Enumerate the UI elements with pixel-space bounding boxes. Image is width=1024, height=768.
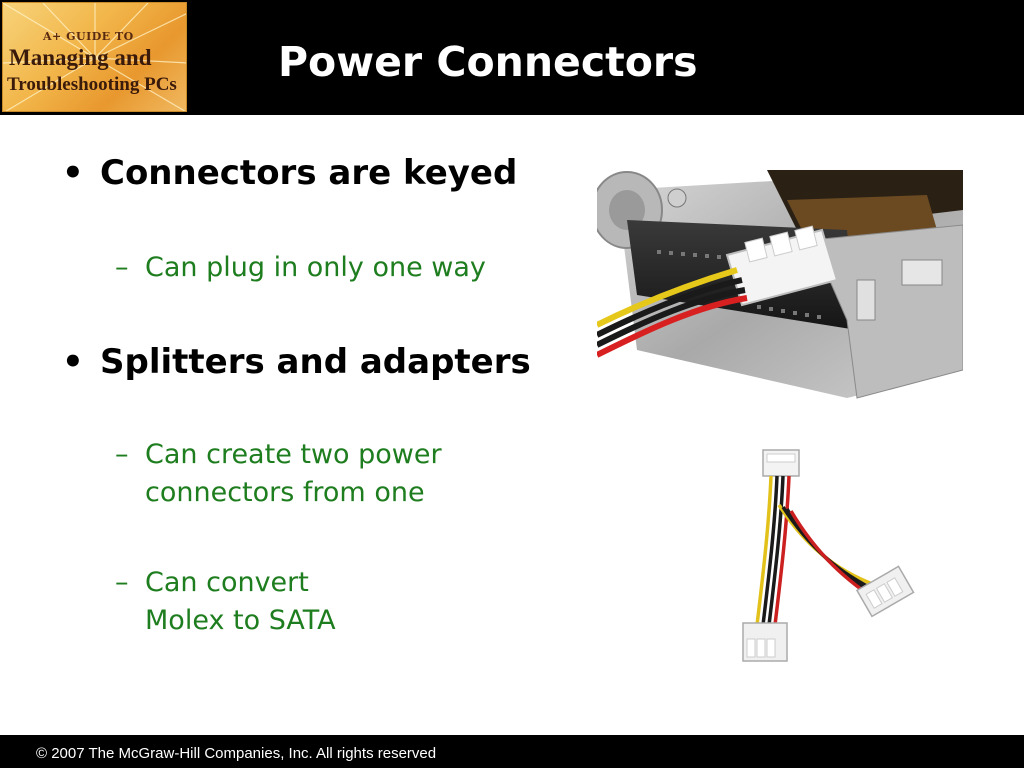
book-logo: A+ GUIDE TO Managing and Troubleshooting… (2, 2, 187, 112)
bullet-connectors-keyed: • Connectors are keyed (62, 153, 518, 193)
sub-bullet-text-line1: Can convert (145, 567, 309, 598)
sub-bullet-two-connectors: – Can create two power connectors from o… (115, 436, 442, 512)
bullet-dot-icon: • (62, 153, 84, 193)
footer-bar: © 2007 The McGraw-Hill Companies, Inc. A… (0, 735, 1024, 768)
header-bar: A+ GUIDE TO Managing and Troubleshooting… (0, 0, 1024, 115)
bullet-text: Splitters and adapters (100, 342, 531, 382)
dash-icon: – (115, 567, 129, 598)
bullet-text: Connectors are keyed (100, 153, 518, 193)
copyright-text: © 2007 The McGraw-Hill Companies, Inc. A… (36, 745, 437, 762)
logo-text-line1: A+ GUIDE TO (43, 30, 134, 43)
sub-bullet-molex-sata: – Can convert Molex to SATA (115, 564, 336, 640)
dash-icon: – (115, 252, 129, 283)
logo-background (3, 3, 186, 111)
slide-title: Power Connectors (278, 38, 698, 86)
logo-text-line3: Troubleshooting PCs (7, 74, 177, 95)
sub-bullet-text-line2: Molex to SATA (145, 605, 336, 636)
dash-icon: – (115, 439, 129, 470)
sub-bullet-plug-one-way: – Can plug in only one way (115, 249, 486, 287)
bullet-dot-icon: • (62, 342, 84, 382)
power-splitter-cable-photo (735, 445, 915, 675)
bullet-splitters-adapters: • Splitters and adapters (62, 342, 531, 382)
sub-bullet-text-line1: Can create two power (145, 439, 442, 470)
sub-bullet-text: Can plug in only one way (145, 252, 486, 283)
sub-bullet-text-line2: connectors from one (145, 477, 425, 508)
logo-text-line2: Managing and (9, 45, 152, 70)
floppy-drive-power-connector-photo (597, 170, 963, 400)
